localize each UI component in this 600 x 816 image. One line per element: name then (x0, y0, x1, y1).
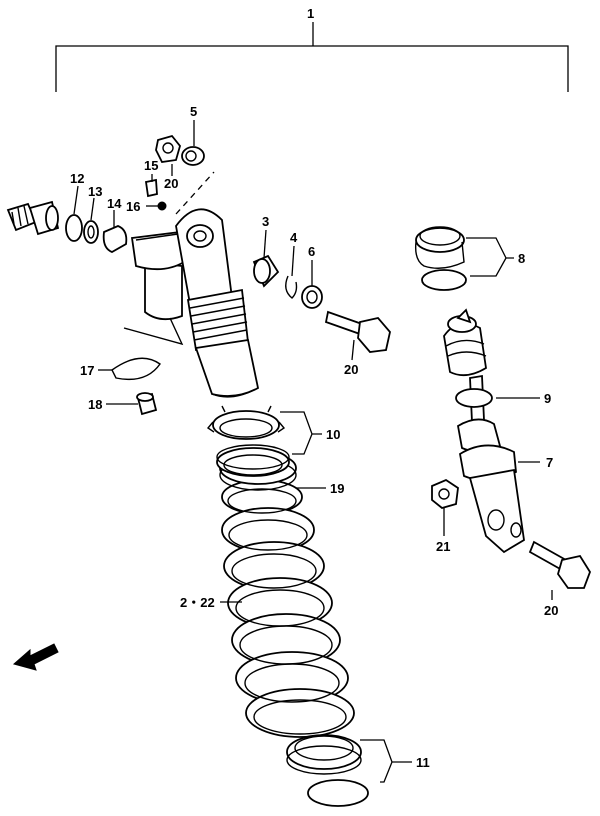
callout-18: 18 (88, 397, 102, 412)
callout-17: 17 (80, 363, 94, 378)
callout-9: 9 (544, 391, 551, 406)
nut-21 (431, 478, 459, 509)
coil-spring (221, 479, 355, 738)
damper-body (130, 208, 260, 398)
bolt-20-lower (528, 540, 591, 589)
nut-20-top (155, 134, 181, 163)
callout-20-bottom: 20 (544, 603, 558, 618)
collar-5 (181, 146, 205, 166)
callout-15: 15 (144, 158, 158, 173)
circlip-4 (285, 275, 298, 299)
callout-20-top: 20 (164, 176, 178, 191)
reservoir-cap (6, 200, 128, 253)
leader-lines (73, 120, 553, 783)
callout-4: 4 (290, 230, 298, 245)
callout-6: 6 (308, 244, 315, 259)
collar-6 (301, 285, 323, 309)
callout-1: 1 (307, 6, 314, 21)
callout-10: 10 (326, 427, 340, 442)
callout-20-mid: 20 (344, 362, 358, 377)
callout-7: 7 (546, 455, 553, 470)
callout-2-22: 2・22 (180, 595, 215, 610)
callout-13: 13 (88, 184, 102, 199)
air-valve-15-16 (144, 178, 167, 211)
bushing-3 (252, 254, 280, 288)
callout-21: 21 (436, 539, 450, 554)
bump-stop-8 (414, 226, 467, 291)
callout-12: 12 (70, 171, 84, 186)
callout-3: 3 (262, 214, 269, 229)
front-arrow-icon (12, 643, 59, 671)
callout-8: 8 (518, 251, 525, 266)
callout-5: 5 (190, 104, 197, 119)
callout-19: 19 (330, 481, 344, 496)
seal-17 (111, 317, 184, 381)
callout-14: 14 (107, 196, 122, 211)
lower-clevis-7 (443, 308, 525, 554)
lower-seat-11 (286, 734, 369, 807)
adjuster-nuts-10 (206, 405, 290, 477)
callout-16: 16 (126, 199, 140, 214)
assembly-bracket (55, 22, 569, 92)
callout-11: 11 (416, 755, 430, 770)
cap-18 (136, 392, 158, 416)
bolt-20-upper (324, 310, 391, 353)
washer-9 (455, 388, 493, 408)
